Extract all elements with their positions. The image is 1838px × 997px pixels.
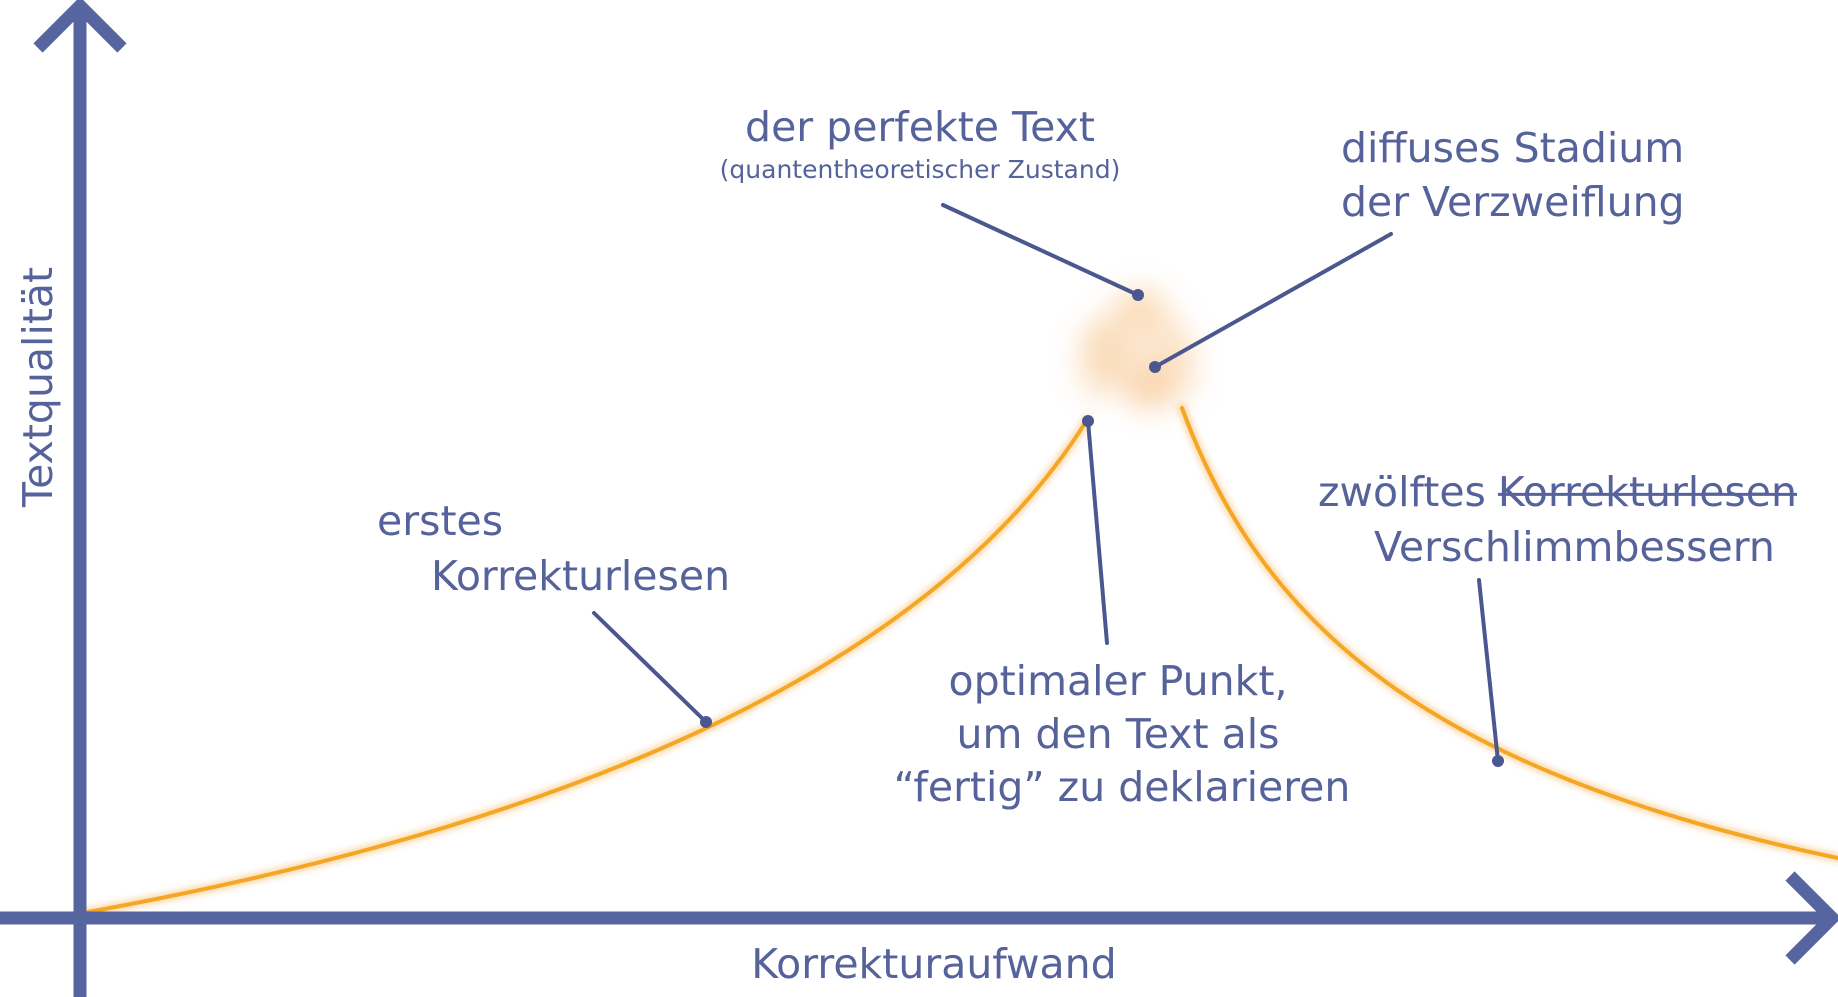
diffuse-line2: der Verzweiflung bbox=[1341, 178, 1685, 226]
dot-diffuse bbox=[1149, 361, 1161, 373]
first-read-line2: Korrekturlesen bbox=[431, 552, 730, 600]
leader-first-read bbox=[592, 611, 708, 724]
x-axis-label: Korrekturaufwand bbox=[751, 940, 1116, 988]
optimal-line1: optimaler Punkt, bbox=[949, 657, 1288, 705]
first-read-line1: erstes bbox=[377, 497, 503, 545]
optimal-line3: “fertig” zu deklarieren bbox=[894, 763, 1351, 811]
dot-perfect-text bbox=[1132, 289, 1144, 301]
leader-perfect-text bbox=[941, 203, 1140, 297]
x-axis-arrowhead bbox=[1785, 871, 1838, 965]
rising-curve-glow bbox=[83, 415, 1092, 917]
leader-diffuse bbox=[1153, 232, 1393, 369]
annotation-diffuse: diffuses Stadium der Verzweiflung bbox=[1341, 124, 1685, 226]
dot-twelfth bbox=[1492, 755, 1504, 767]
y-axis-label: Textqualität bbox=[14, 267, 62, 508]
leader-optimal bbox=[1086, 419, 1109, 645]
rising-curve bbox=[86, 418, 1089, 914]
annotation-first-read: erstes Korrekturlesen bbox=[377, 497, 730, 600]
leader-twelfth bbox=[1477, 578, 1500, 763]
twelfth-prefix: zwölftes bbox=[1318, 468, 1486, 516]
dot-first-read bbox=[700, 716, 712, 728]
falling-curve bbox=[1180, 406, 1838, 860]
perfect-text-title: der perfekte Text bbox=[745, 103, 1095, 151]
twelfth-struck-word: Korrekturlesen bbox=[1498, 468, 1797, 516]
twelfth-line2: Verschlimmbessern bbox=[1374, 523, 1775, 571]
annotation-perfect-text: der perfekte Text (quantentheoretischer … bbox=[720, 103, 1121, 184]
diffuse-line1: diffuses Stadium bbox=[1341, 124, 1684, 172]
quality-curve bbox=[83, 287, 1838, 917]
dot-optimal bbox=[1082, 415, 1094, 427]
diffuse-peak-cloud bbox=[1078, 287, 1198, 410]
annotation-optimal: optimaler Punkt, um den Text als “fertig… bbox=[894, 657, 1351, 811]
y-axis-arrowhead bbox=[33, 0, 127, 53]
leader-lines bbox=[592, 203, 1504, 767]
optimal-line2: um den Text als bbox=[956, 710, 1279, 758]
perfect-text-subtitle: (quantentheoretischer Zustand) bbox=[720, 155, 1121, 184]
